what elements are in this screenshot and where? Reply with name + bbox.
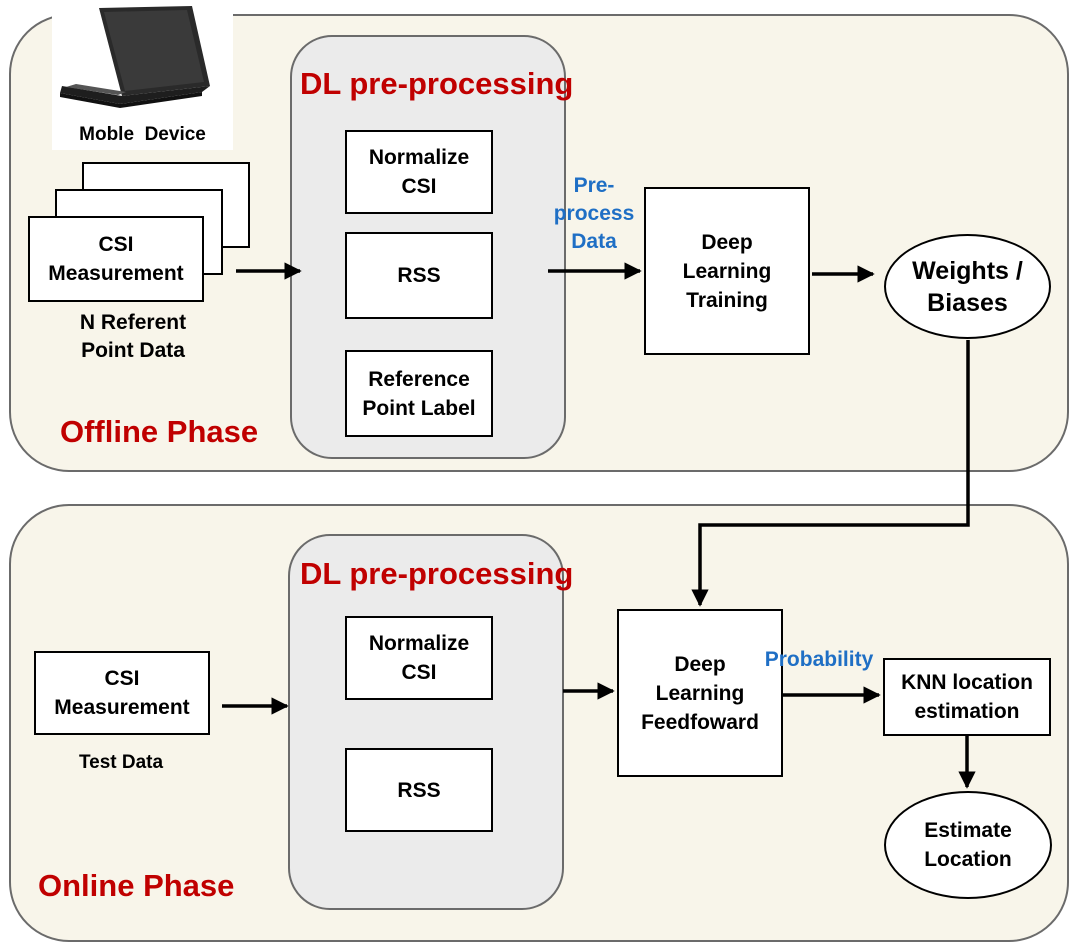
online-rss: RSS [345,748,493,832]
reference-point-label: Reference Point Label [345,350,493,437]
reference-point-caption: N Referent Point Data [79,311,187,362]
test-data-caption: Test Data [78,752,164,773]
laptop-icon [60,6,210,108]
laptop-image: Moble Device [52,0,233,150]
deep-learning-training: Deep Learning Training [644,187,810,355]
weights-biases: Weights / Biases [884,234,1051,339]
online-csi-measurement: CSI Measurement [34,651,210,735]
knn-location-estimation: KNN location estimation [883,658,1051,736]
offline-phase-label: Offline Phase [60,414,259,449]
online-preprocessing-title: DL pre-processing [300,556,574,591]
arrow-weights-to-feedforward [691,340,970,607]
estimate-location: Estimate Location [884,791,1052,899]
offline-csi-measurement: CSI Measurement [28,216,204,302]
device-label: Moble Device [79,124,206,145]
online-preprocessing-container [288,534,564,910]
preprocess-data-label: Pre- process Data [553,174,635,253]
online-normalize-csi: Normalize CSI [345,616,493,700]
offline-normalize-csi: Normalize CSI [345,130,493,214]
deep-learning-feedforward: Deep Learning Feedfoward [617,609,783,777]
offline-preprocessing-title: DL pre-processing [300,66,574,101]
online-phase-label: Online Phase [38,868,235,903]
offline-rss: RSS [345,232,493,319]
probability-label: Probability [764,648,874,671]
